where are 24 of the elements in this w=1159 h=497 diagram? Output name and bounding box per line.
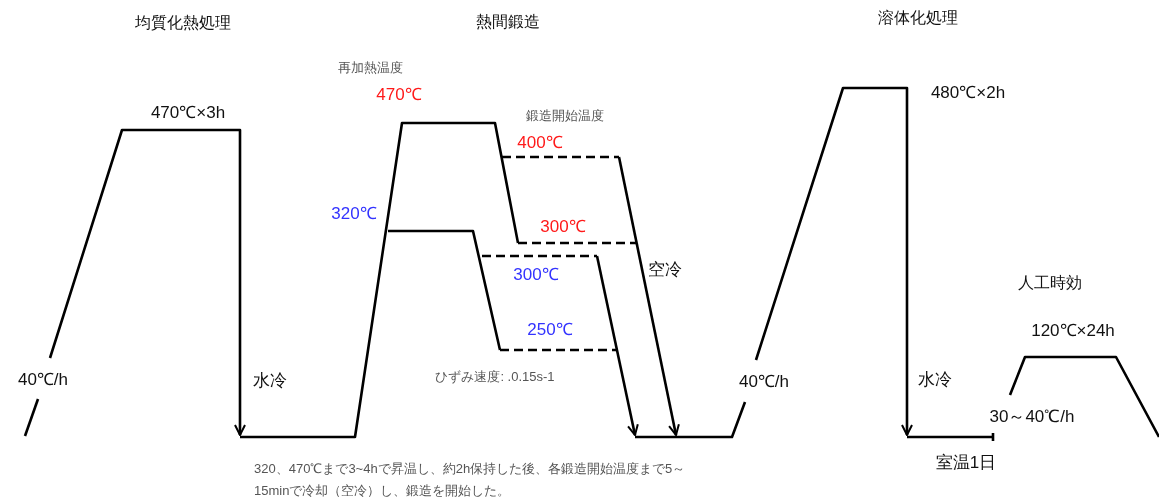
- section-heading: 溶体化処理: [878, 8, 958, 28]
- condition-label: 470℃×3h: [150, 103, 226, 123]
- section-heading: 均質化熱処理: [135, 13, 231, 33]
- cooling-label: 水冷: [253, 371, 287, 391]
- condition-label: 室温1日: [935, 453, 997, 473]
- rate-label: 40℃/h: [17, 370, 69, 390]
- section-heading: 人工時効: [1018, 273, 1082, 293]
- condition-label: 480℃×2h: [930, 83, 1006, 103]
- temperature-label: 320℃: [331, 204, 377, 224]
- condition-label: 120℃×24h: [1031, 321, 1115, 341]
- strain-rate-note: ひずみ速度: .0.15s-1: [435, 369, 555, 385]
- note-text: 320、470℃まで3~4hで昇温し、約2h保持した後、各鍛造開始温度まで5～15minで冷却（空冷）し、鍛造を開始した。: [254, 460, 687, 497]
- temperature-label: 300℃: [540, 217, 586, 237]
- section-heading: 熱間鍛造: [476, 12, 540, 32]
- temperature-label: 300℃: [513, 265, 559, 285]
- temperature-caption: 再加熱温度: [337, 60, 403, 76]
- cooling-label: 水冷: [918, 370, 952, 390]
- temperature-caption: 鍛造開始温度: [526, 108, 604, 124]
- rate-label: 40℃/h: [738, 372, 790, 392]
- temperature-label: 250℃: [527, 320, 573, 340]
- rate-label: 30～40℃/h: [989, 407, 1075, 427]
- temperature-label: 400℃: [517, 133, 563, 153]
- cooling-label: 空冷: [648, 260, 682, 280]
- temperature-label: 470℃: [376, 85, 422, 105]
